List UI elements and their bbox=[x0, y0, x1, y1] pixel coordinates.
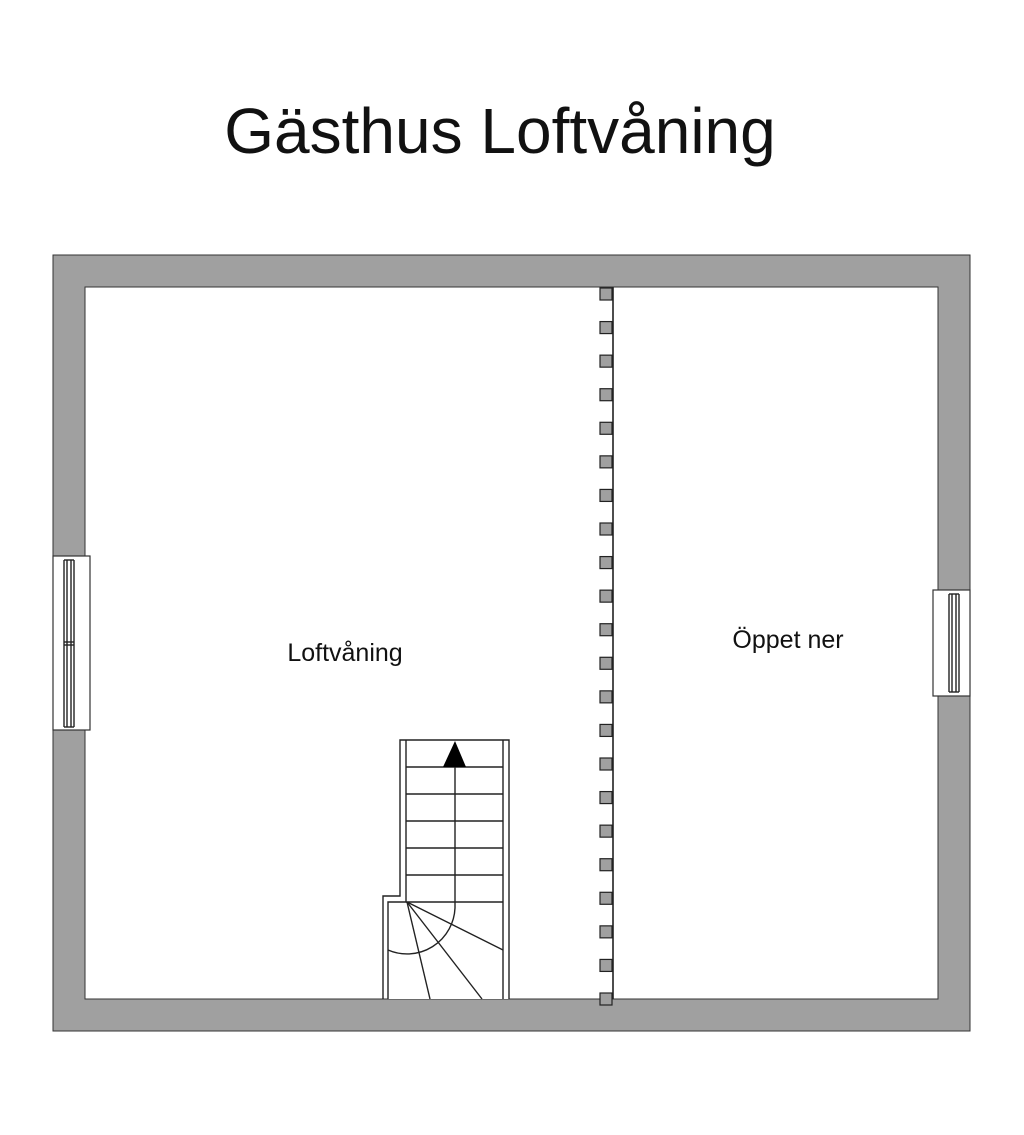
railing bbox=[599, 287, 614, 1006]
railing-post bbox=[599, 925, 613, 939]
window-right bbox=[932, 589, 971, 697]
stair-up-arrow-icon bbox=[443, 741, 466, 767]
outer-walls bbox=[52, 254, 971, 1032]
railing-post bbox=[599, 623, 613, 637]
railing-post bbox=[599, 824, 613, 838]
railing-post bbox=[599, 690, 613, 704]
railing-post bbox=[599, 958, 613, 973]
railing-post bbox=[599, 388, 613, 402]
railing-post bbox=[599, 891, 613, 905]
window-left bbox=[52, 555, 91, 731]
railing-post bbox=[599, 790, 613, 805]
railing-post bbox=[599, 555, 613, 570]
railing-post bbox=[599, 522, 613, 536]
railing-post bbox=[599, 656, 613, 670]
railing-post bbox=[599, 589, 613, 603]
railing-post bbox=[599, 488, 613, 503]
railing-post bbox=[599, 455, 613, 469]
railing-post bbox=[599, 354, 613, 368]
railing-post bbox=[599, 858, 613, 872]
railing-post bbox=[599, 421, 613, 435]
railing-post bbox=[599, 992, 613, 1006]
railing-post bbox=[599, 757, 613, 771]
railing-post bbox=[599, 287, 613, 301]
railing-post bbox=[599, 723, 613, 738]
walk-line bbox=[387, 767, 456, 955]
room-label-open-below: Öppet ner bbox=[732, 626, 843, 654]
room-label-loft: Loftvåning bbox=[287, 639, 402, 667]
staircase bbox=[382, 739, 510, 1000]
plan-title: Gästhus Loftvåning bbox=[224, 95, 775, 167]
railing-post bbox=[599, 320, 613, 335]
